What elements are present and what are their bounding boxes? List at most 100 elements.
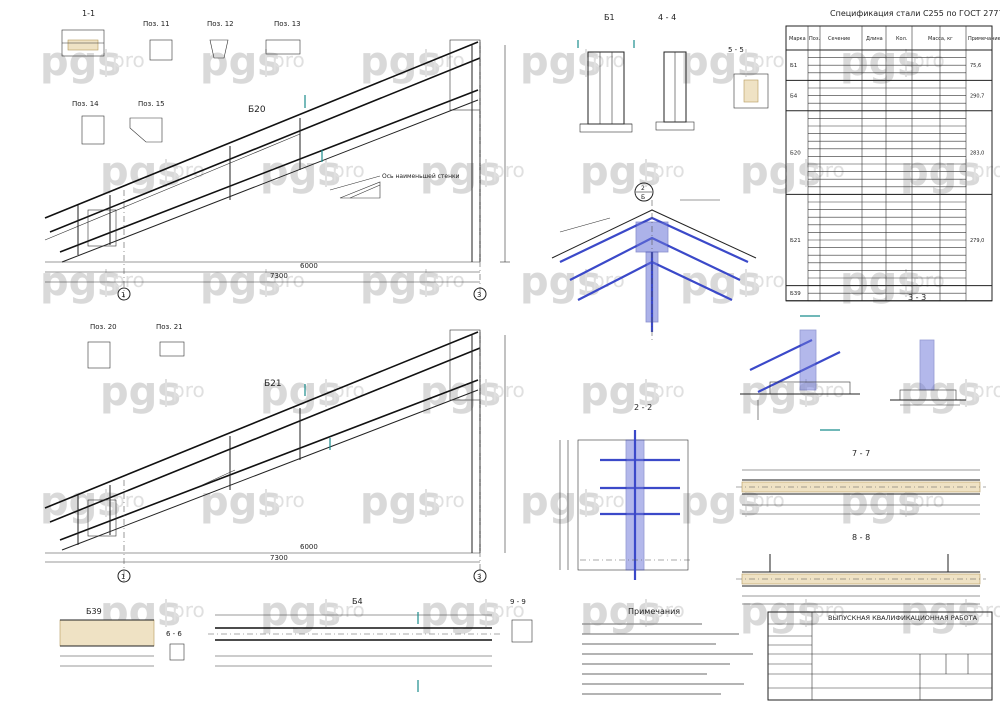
spec-header: Кол. [896, 36, 908, 42]
column-b1: Б1 [577, 13, 635, 133]
watermark-text: pro [332, 158, 365, 182]
watermark-text: pro [172, 598, 205, 622]
watermark-text: pgs [200, 479, 281, 525]
position-title: Поз. 11 [143, 20, 170, 28]
watermark-text: pro [112, 268, 145, 292]
watermark-text: pro [332, 598, 365, 622]
spec-header: Примечание [968, 36, 1000, 42]
dimension-label: 6000 [300, 262, 318, 270]
title-block: ВЫПУСКНАЯ КВАЛИФИКАЦИОННАЯ РАБОТА [767, 611, 993, 701]
spec-mark: Б1 [790, 63, 797, 69]
section-title: Б4 [352, 597, 363, 606]
axis-marker-1 [117, 569, 131, 583]
watermark-text: pro [652, 598, 685, 622]
watermark-text: pgs [420, 149, 501, 195]
spec-header: Марка [789, 36, 806, 42]
position-title: Поз. 21 [156, 323, 183, 331]
section-title: Б1 [604, 13, 615, 22]
watermark-text: pgs [360, 479, 441, 525]
watermark-text: pgs [100, 369, 181, 415]
watermark-text: pgs [100, 149, 181, 195]
section-title: 9 - 9 [510, 598, 526, 606]
axis-marker-1 [117, 287, 131, 301]
watermark-text: pro [112, 488, 145, 512]
truss-label: Б21 [264, 379, 282, 389]
watermark-text: pro [812, 598, 845, 622]
spec-mass-note: 279,0 [970, 238, 984, 244]
position-title: Поз. 20 [90, 323, 117, 331]
axis-marker-3 [473, 569, 487, 583]
position-title: Поз. 14 [72, 100, 99, 108]
watermark-text: pro [652, 378, 685, 402]
node-number: 2 [641, 185, 645, 192]
section-title: 4 - 4 [658, 13, 676, 22]
watermark-text: pgs [520, 259, 601, 305]
spec-header: Сечение [828, 36, 850, 42]
position-title: Поз. 12 [207, 20, 234, 28]
position-title: Поз. 15 [138, 100, 165, 108]
beam-b39: Б39 6 - 6 [59, 607, 185, 667]
dimension-label: 7300 [270, 554, 288, 562]
watermark-text: pro [912, 48, 945, 72]
specification-table: Спецификация стали С255 по ГОСТ 27772-88… [785, 9, 1000, 302]
watermark-text: pgs [260, 149, 341, 195]
watermark-text: pro [492, 598, 525, 622]
node-marker [634, 182, 654, 202]
watermark-text: pro [812, 158, 845, 182]
watermark-text: pro [652, 158, 685, 182]
beam-b4: Б4 9 - 9 [208, 597, 533, 692]
watermark-text: pro [272, 48, 305, 72]
watermark-text: pro [432, 268, 465, 292]
watermark-text: pro [812, 378, 845, 402]
watermark-text: pro [972, 378, 1000, 402]
stamp-title: ВЫПУСКНАЯ КВАЛИФИКАЦИОННАЯ РАБОТА [828, 614, 978, 622]
watermark-text: pro [432, 488, 465, 512]
watermark-text: pro [912, 268, 945, 292]
watermark-text: pgs [840, 39, 921, 85]
section-5-5: 5 - 5 [728, 46, 769, 109]
spec-mark: Б39 [790, 291, 801, 297]
notes-block: Примечания [582, 607, 753, 695]
truss-b20: 1 3 Б20 7300 6000 Ось наименьшей стенки [44, 39, 510, 301]
axis-marker-3 [473, 287, 487, 301]
section-title: 5 - 5 [728, 46, 744, 54]
watermark-text: pro [752, 48, 785, 72]
spec-header: Длина [866, 36, 883, 42]
section-title: 3 - 3 [908, 293, 926, 302]
axis-label: 3 [477, 573, 481, 581]
axis-note: Ось наименьшей стенки [382, 173, 460, 180]
watermark-text: pro [272, 488, 305, 512]
axis-label: 1 [121, 291, 125, 299]
section-2-2: 2 - 2 [559, 403, 690, 580]
truss-b21: 1 3 Б21 7300 6000 [44, 329, 506, 583]
watermark-text: pgs [200, 39, 281, 85]
section-3-3: 3 - 3 [740, 293, 966, 431]
watermark-text: pro [112, 48, 145, 72]
section-8-8: 8 - 8 [736, 533, 986, 605]
spec-mark: Б21 [790, 238, 801, 244]
section-details-top: 1-1 Поз. 11 Поз. 12 Поз. 13 Поз. 14 Поз.… [61, 9, 301, 145]
watermark-text: pgs [580, 369, 661, 415]
watermark-text: pgs [580, 149, 661, 195]
spec-mass-note: 290,7 [970, 94, 984, 100]
watermark-text: pro [752, 268, 785, 292]
notes-title: Примечания [628, 607, 680, 616]
watermark-text: pro [492, 158, 525, 182]
watermark-text: pgs [520, 39, 601, 85]
watermark-text: pro [332, 378, 365, 402]
section-7-7: 7 - 7 [736, 449, 986, 515]
watermark-text: pgs [740, 149, 821, 195]
spec-mark: Б20 [790, 151, 801, 157]
watermark-text: pro [972, 598, 1000, 622]
watermark-text: pro [172, 378, 205, 402]
watermark-text: pgs [40, 479, 121, 525]
section-title: 2 - 2 [634, 403, 652, 412]
spec-header: Масса, кг [928, 36, 953, 42]
section-title: 1-1 [82, 9, 95, 18]
watermark-text: pro [432, 48, 465, 72]
watermark-text: pgs [900, 369, 981, 415]
spec-title: Спецификация стали С255 по ГОСТ 27772-88 [830, 9, 1000, 18]
watermark-text: pgs [520, 479, 601, 525]
spec-mark: Б4 [790, 94, 798, 100]
